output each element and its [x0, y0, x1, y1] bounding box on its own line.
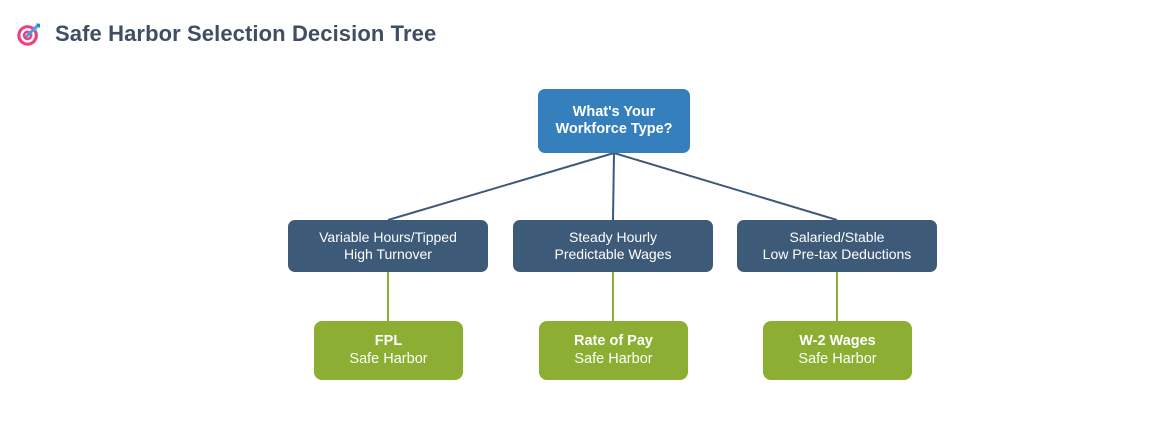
node-leaf-2-secondary: Safe Harbor — [798, 351, 877, 367]
node-leaf-w2-wages-safe-harbor[interactable]: W-2 Wages Safe Harbor — [763, 321, 912, 380]
node-branch-salaried-stable[interactable]: Salaried/Stable Low Pre-tax Deductions — [737, 220, 937, 272]
node-leaf-2-primary: W-2 Wages — [799, 332, 876, 349]
page-title: Safe Harbor Selection Decision Tree — [55, 21, 437, 46]
edge-root-to-branch-0 — [387, 152, 615, 221]
target-dart-icon — [17, 23, 41, 46]
node-root-line2: Workforce Type? — [555, 121, 673, 137]
node-branch-2-line1: Salaried/Stable — [789, 229, 885, 246]
node-leaf-rate-of-pay-safe-harbor[interactable]: Rate of Pay Safe Harbor — [539, 321, 688, 380]
node-leaf-1-primary: Rate of Pay — [574, 332, 653, 349]
edge-root-to-branch-2 — [613, 152, 838, 221]
node-branch-0-line2: High Turnover — [344, 246, 432, 262]
page-header: Safe Harbor Selection Decision Tree — [0, 0, 1154, 68]
node-branch-2-line2: Low Pre-tax Deductions — [762, 246, 912, 262]
node-root-workforce-type[interactable]: What's Your Workforce Type? — [538, 89, 690, 153]
node-branch-steady-hourly[interactable]: Steady Hourly Predictable Wages — [513, 220, 713, 272]
edge-root-to-branch-1 — [612, 152, 615, 221]
node-leaf-0-primary: FPL — [374, 332, 403, 349]
node-branch-variable-hours-tipped[interactable]: Variable Hours/Tipped High Turnover — [288, 220, 488, 272]
node-branch-1-line2: Predictable Wages — [554, 246, 672, 262]
node-leaf-0-secondary: Safe Harbor — [349, 351, 428, 367]
node-root-line1: What's Your — [572, 103, 656, 120]
node-leaf-fpl-safe-harbor[interactable]: FPL Safe Harbor — [314, 321, 463, 380]
node-branch-0-line1: Variable Hours/Tipped — [319, 229, 457, 246]
node-branch-1-line1: Steady Hourly — [569, 229, 657, 246]
node-leaf-1-secondary: Safe Harbor — [574, 351, 653, 367]
